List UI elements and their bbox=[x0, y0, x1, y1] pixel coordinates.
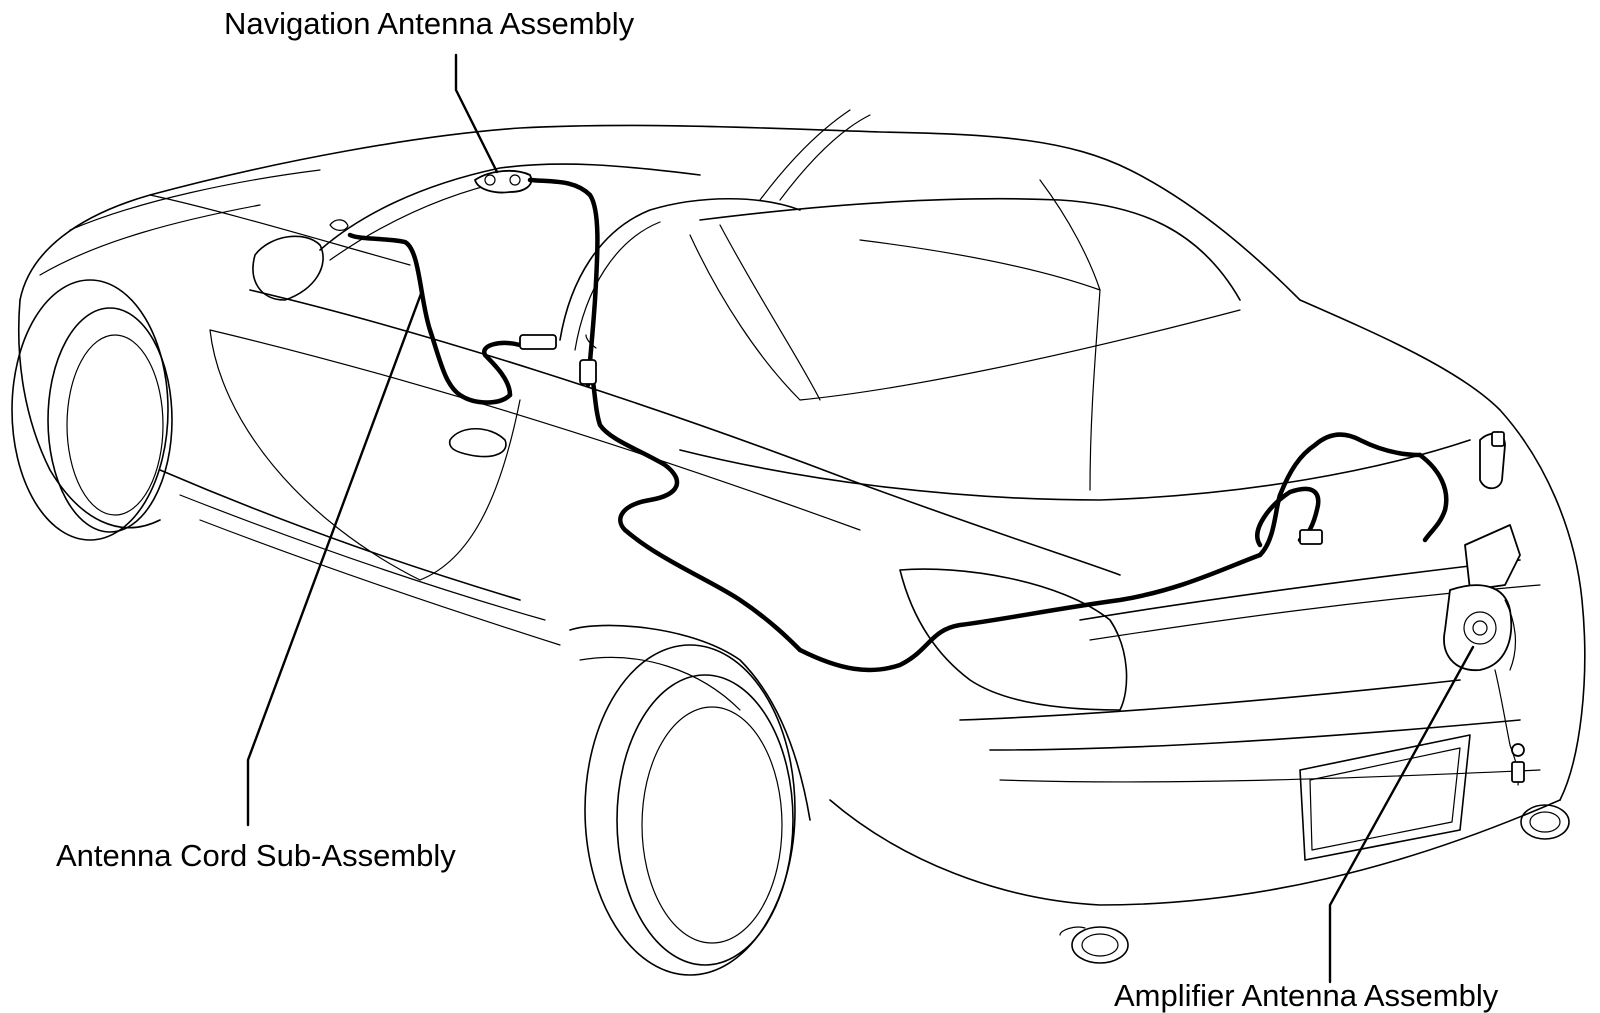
leader-antenna-cord bbox=[246, 289, 424, 827]
leader-amplifier bbox=[1328, 645, 1475, 984]
amplifier-antenna-module bbox=[1443, 431, 1525, 786]
label-amplifier-antenna: Amplifier Antenna Assembly bbox=[1114, 978, 1499, 1013]
car-body bbox=[17, 109, 1586, 964]
label-navigation-antenna: Navigation Antenna Assembly bbox=[224, 6, 635, 41]
label-antenna-cord: Antenna Cord Sub-Assembly bbox=[56, 838, 456, 873]
front-wheel bbox=[11, 279, 173, 541]
leader-navigation bbox=[454, 53, 499, 174]
rear-wheel bbox=[584, 644, 796, 976]
antenna-cord-cable bbox=[347, 177, 1449, 673]
leader-lines bbox=[246, 53, 1475, 984]
navigation-antenna-module bbox=[329, 169, 533, 231]
